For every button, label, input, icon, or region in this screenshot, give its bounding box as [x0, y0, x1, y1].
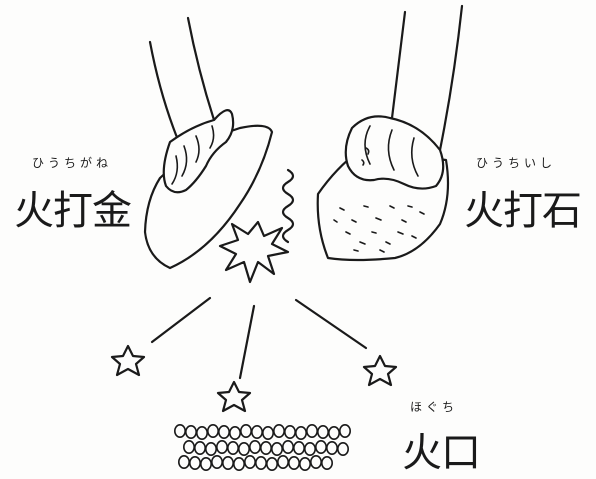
tinder-loop	[340, 425, 350, 437]
tinder-loop	[197, 427, 207, 439]
flint-hand-icon	[318, 6, 462, 260]
tinder-loop	[217, 441, 227, 453]
tinder-loop	[318, 426, 328, 438]
tinder-loop	[245, 456, 255, 468]
tinder-loop	[338, 443, 348, 455]
spark-star-icon	[218, 382, 250, 411]
tinder-loop	[267, 458, 277, 470]
tinder-loop	[307, 425, 317, 437]
tinder-loop	[316, 441, 326, 453]
spark-burst-icon	[220, 222, 288, 282]
tinder-loop	[230, 427, 240, 439]
tinder-loop	[296, 427, 306, 439]
tinder-loop	[322, 457, 332, 469]
tinder-loop	[285, 426, 295, 438]
tinder-loop	[278, 456, 288, 468]
tinder-loop	[300, 458, 310, 470]
tinder-loop	[239, 443, 249, 455]
tinder-loop	[206, 443, 216, 455]
tinder-loop	[261, 442, 271, 454]
tinder-loop	[329, 427, 339, 439]
tinder-loop	[252, 426, 262, 438]
tinder-loop	[283, 441, 293, 453]
tinder-loop	[179, 456, 189, 468]
tinder-loop	[274, 425, 284, 437]
tinder-loop	[289, 457, 299, 469]
tinder-loop	[311, 456, 321, 468]
tinder-loop	[294, 442, 304, 454]
friction-squiggle	[283, 170, 293, 242]
tinder-loop	[256, 457, 266, 469]
tinder-pile-icon	[175, 425, 350, 470]
spark-star-icon	[112, 346, 144, 375]
tinder-loop	[228, 442, 238, 454]
tinder-loop	[241, 425, 251, 437]
striker-ruby: ひうちがね	[32, 154, 112, 171]
tinder-loop	[186, 426, 196, 438]
tinder-loop	[305, 443, 315, 455]
tinder-loop	[327, 442, 337, 454]
tinder-loop	[212, 456, 222, 468]
tinder-loop	[250, 441, 260, 453]
tinder-loop	[208, 425, 218, 437]
tinder-loop	[272, 443, 282, 455]
tinder-loop	[263, 427, 273, 439]
tinder-ruby: ほぐち	[410, 398, 458, 415]
spark-trails	[152, 298, 366, 378]
tinder-loop	[223, 457, 233, 469]
tinder-loop	[201, 458, 211, 470]
tinder-loop	[234, 458, 244, 470]
tinder-loop	[219, 426, 229, 438]
tinder-loop	[175, 425, 185, 437]
tinder-label: 火口	[402, 420, 480, 478]
flint-ruby: ひうちいし	[476, 154, 556, 171]
spark-star-icon	[364, 356, 396, 385]
striker-label: 火打金	[14, 178, 131, 236]
tinder-loop	[184, 441, 194, 453]
tinder-loop	[195, 442, 205, 454]
flint-label: 火打石	[464, 178, 581, 236]
tinder-loop	[190, 457, 200, 469]
